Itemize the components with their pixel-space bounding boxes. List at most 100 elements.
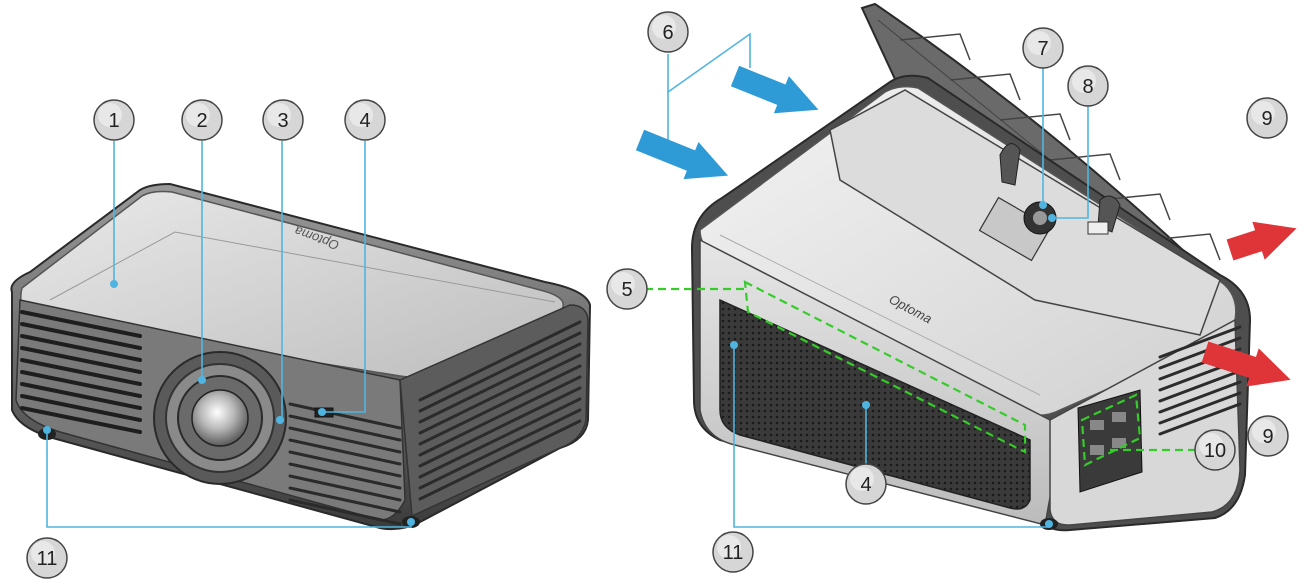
vent-slot — [20, 334, 142, 362]
lens-glass — [191, 389, 249, 447]
callout-badge-shine — [717, 535, 741, 559]
vent-slot — [418, 364, 582, 446]
lid-rib — [999, 113, 1071, 141]
lid-rib — [1099, 193, 1171, 221]
lens-assembly — [153, 351, 287, 485]
callout-4: 4 — [344, 99, 386, 141]
air-exhaust-arrow — [1201, 221, 1297, 387]
callout-badge-shine — [850, 467, 874, 491]
vent-slot — [1158, 325, 1242, 359]
vent-slot — [288, 486, 402, 514]
callout-badge-shine — [1251, 101, 1275, 125]
callout-number: 6 — [662, 22, 673, 44]
io-panel-highlight — [1080, 393, 1142, 467]
callout-badge-shine — [267, 103, 291, 127]
vent-slot — [1158, 391, 1242, 425]
exhaust-arrow-top — [1226, 221, 1297, 261]
callout-6: 6 — [647, 11, 689, 53]
callout-badge-shine — [98, 103, 122, 127]
callout-number: 10 — [1204, 440, 1226, 462]
callout-badge-shine — [611, 272, 635, 296]
vent-slot — [20, 394, 142, 422]
callout-11: 11 — [26, 537, 68, 579]
callout-badge-shine — [1027, 31, 1051, 55]
rear-callout-lines — [667, 32, 1089, 528]
mesh-vent — [719, 298, 1031, 510]
callout-number: 9 — [1262, 426, 1273, 448]
vent-slot — [288, 462, 402, 490]
callout-number: 1 — [108, 110, 119, 132]
vent-slot — [20, 322, 142, 350]
ir-receiver-highlight — [743, 280, 1027, 454]
callout-number: 5 — [621, 279, 632, 301]
lamp-handle-left — [999, 143, 1021, 186]
vent-slot — [1158, 380, 1242, 414]
vent-slot — [418, 397, 582, 479]
callout-5: 5 — [606, 268, 648, 310]
vent-slot — [288, 498, 402, 526]
dashed-highlights — [645, 280, 1195, 467]
vent-slot — [288, 426, 402, 454]
callout-number: 2 — [196, 110, 207, 132]
vent-slot — [20, 406, 142, 434]
rear-callout-dots — [730, 201, 1056, 528]
vent-slot — [418, 320, 582, 402]
vent-slot — [1158, 402, 1242, 436]
callout-badges: 1 2 3 4 11 6 78 9 5 9 10 4 11 — [26, 11, 1289, 579]
front-callout-dots — [43, 280, 415, 526]
callout-3: 3 — [262, 99, 304, 141]
callout-number: 4 — [359, 110, 370, 132]
lamp-detail — [978, 143, 1121, 262]
lid-rib — [949, 73, 1021, 101]
callout-number: 4 — [860, 474, 871, 496]
callout-8: 8 — [1067, 65, 1109, 107]
vent-slot — [20, 370, 142, 398]
vent-slot — [288, 450, 402, 478]
front-vents-right — [288, 402, 402, 526]
callout-badge-shine — [186, 103, 210, 127]
vent-slot — [418, 375, 582, 457]
callout-1: 1 — [93, 99, 135, 141]
exhaust-arrow-bottom — [1201, 341, 1291, 387]
side-vents — [418, 320, 582, 501]
io-panel — [1077, 389, 1143, 493]
callout-11-rear: 11 — [712, 531, 754, 573]
vent-slot — [418, 419, 582, 501]
callout-number: 8 — [1082, 76, 1093, 98]
callout-badge-shine — [1072, 69, 1096, 93]
intake-arrow-right — [730, 65, 819, 114]
rear-side-vents — [1158, 325, 1242, 436]
lid-rib — [899, 33, 971, 61]
vent-slot — [20, 310, 142, 338]
callout-number: 9 — [1261, 108, 1272, 130]
callout-9-top: 9 — [1246, 97, 1288, 139]
vent-slot — [418, 331, 582, 413]
callout-badge-shine — [349, 103, 373, 127]
callout-badge-shine — [1199, 433, 1223, 457]
callout-number: 11 — [37, 548, 58, 570]
callout-badge-shine — [652, 15, 676, 39]
vent-slot — [1158, 336, 1242, 370]
intake-arrow-left — [635, 129, 729, 180]
callout-4-rear: 4 — [845, 463, 887, 505]
vent-slot — [288, 402, 402, 430]
vent-slot — [288, 414, 402, 442]
vent-slot — [20, 358, 142, 386]
vent-slot — [20, 346, 142, 374]
callout-number: 3 — [277, 110, 288, 132]
callout-9-bottom: 9 — [1247, 415, 1289, 457]
vent-slot — [418, 353, 582, 435]
lid-rib — [1149, 233, 1221, 261]
air-intake-arrow — [635, 65, 819, 180]
vent-slot — [418, 386, 582, 468]
lid-rib — [1049, 153, 1121, 181]
callout-7: 7 — [1022, 27, 1064, 69]
callout-badge-shine — [1252, 419, 1276, 443]
callout-2: 2 — [181, 99, 223, 141]
front-vents-left — [20, 310, 142, 434]
vent-slot — [418, 342, 582, 424]
vent-slot — [288, 438, 402, 466]
callout-number: 11 — [723, 542, 744, 564]
vent-slot — [1158, 369, 1242, 403]
